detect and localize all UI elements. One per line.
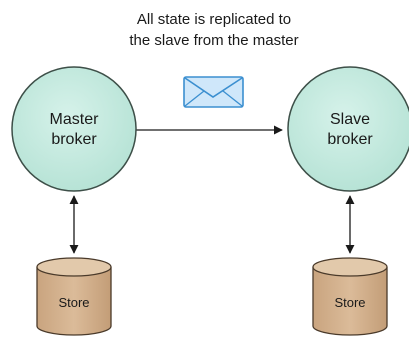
slave-broker: Slave broker <box>287 66 409 192</box>
envelope-icon <box>183 76 244 108</box>
master-broker-label-line-2: broker <box>51 131 97 148</box>
caption-line-1: All state is replicated to <box>137 11 291 28</box>
master-broker-label-line-1: Master <box>50 111 100 128</box>
slave-broker-label-line-2: broker <box>327 131 373 148</box>
slave-broker-label-line-1: Slave <box>330 111 370 128</box>
caption-line-2: the slave from the master <box>129 32 298 49</box>
master-store-label: Store <box>58 295 89 310</box>
master-store-cylinder: Store <box>36 257 112 336</box>
slave-store-cylinder: Store <box>312 257 388 336</box>
master-broker: Master broker <box>11 66 137 192</box>
slave-store-label: Store <box>334 295 365 310</box>
